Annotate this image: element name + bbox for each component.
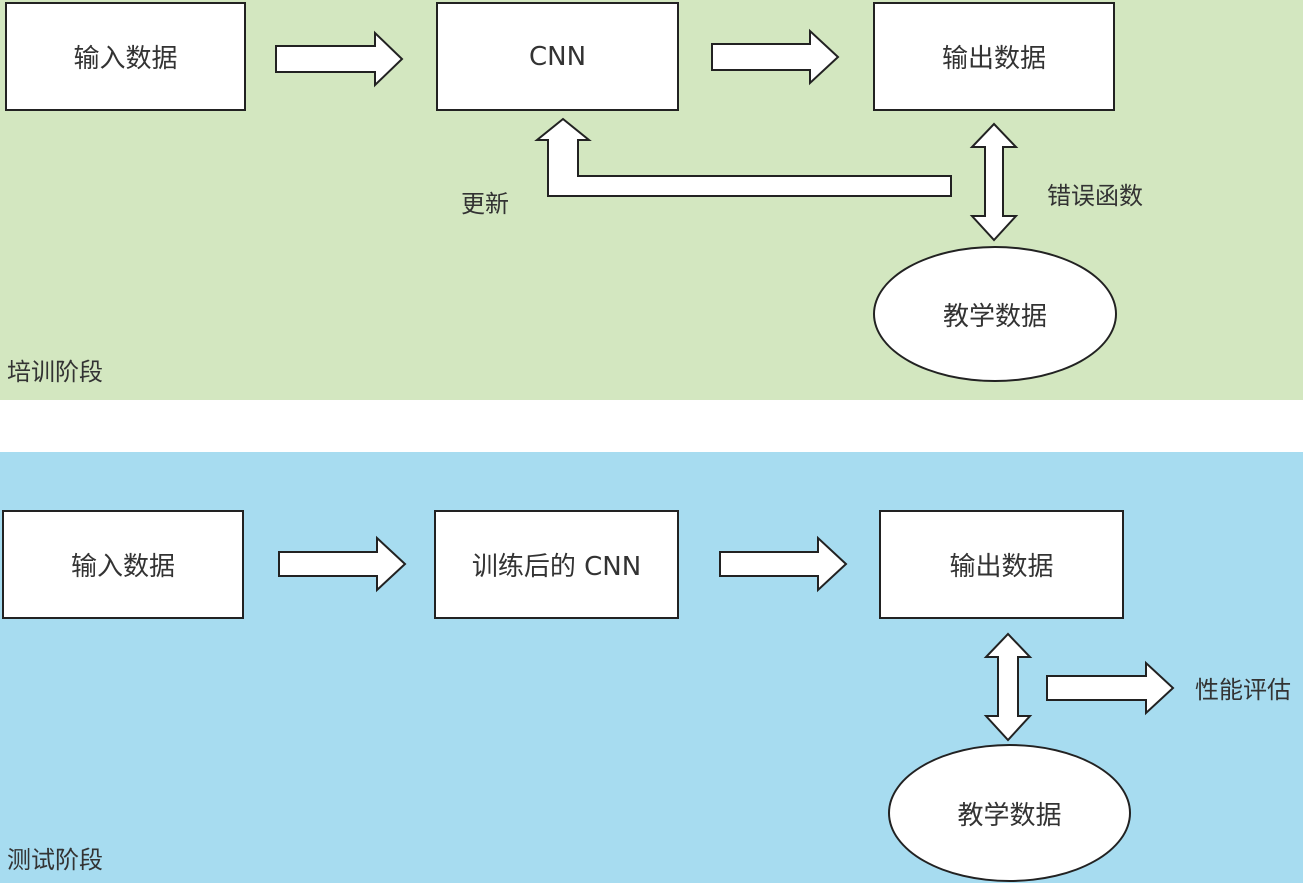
update-feedback-arrow	[534, 117, 952, 197]
training-arrows	[275, 28, 1019, 242]
training-cnn-box: CNN	[436, 2, 679, 111]
testing-teacher-data-ellipse: 教学数据	[888, 744, 1131, 882]
performance-evaluation-arrow	[1046, 660, 1175, 716]
testing-arrows	[278, 535, 1175, 742]
testing-trained-cnn-box: 训练后的 CNN	[434, 510, 679, 619]
error-function-double-arrow	[969, 122, 1019, 242]
training-cnn-to-output-arrow	[711, 28, 840, 86]
training-input-to-cnn-arrow	[275, 30, 404, 88]
training-teacher-data-ellipse: 教学数据	[873, 246, 1117, 382]
training-output-box: 输出数据	[873, 2, 1115, 111]
testing-stage-label: 测试阶段	[7, 846, 103, 874]
training-stage-label: 培训阶段	[7, 358, 103, 386]
error-function-label: 错误函数	[1047, 182, 1143, 210]
testing-input-to-cnn-arrow	[278, 535, 407, 593]
update-label: 更新	[461, 190, 509, 218]
testing-cnn-to-output-arrow	[719, 535, 848, 593]
performance-evaluation-label: 性能评估	[1195, 676, 1291, 704]
testing-compare-double-arrow	[983, 632, 1033, 742]
training-stage-panel: 输入数据 CNN 输出数据 教学数据 更新 错误函数 培训阶段	[0, 0, 1303, 400]
testing-input-box: 输入数据	[2, 510, 244, 619]
testing-output-box: 输出数据	[879, 510, 1124, 619]
testing-stage-panel: 输入数据 训练后的 CNN 输出数据 教学数据 性能评估 测试阶段	[0, 452, 1303, 883]
training-input-box: 输入数据	[5, 2, 246, 111]
